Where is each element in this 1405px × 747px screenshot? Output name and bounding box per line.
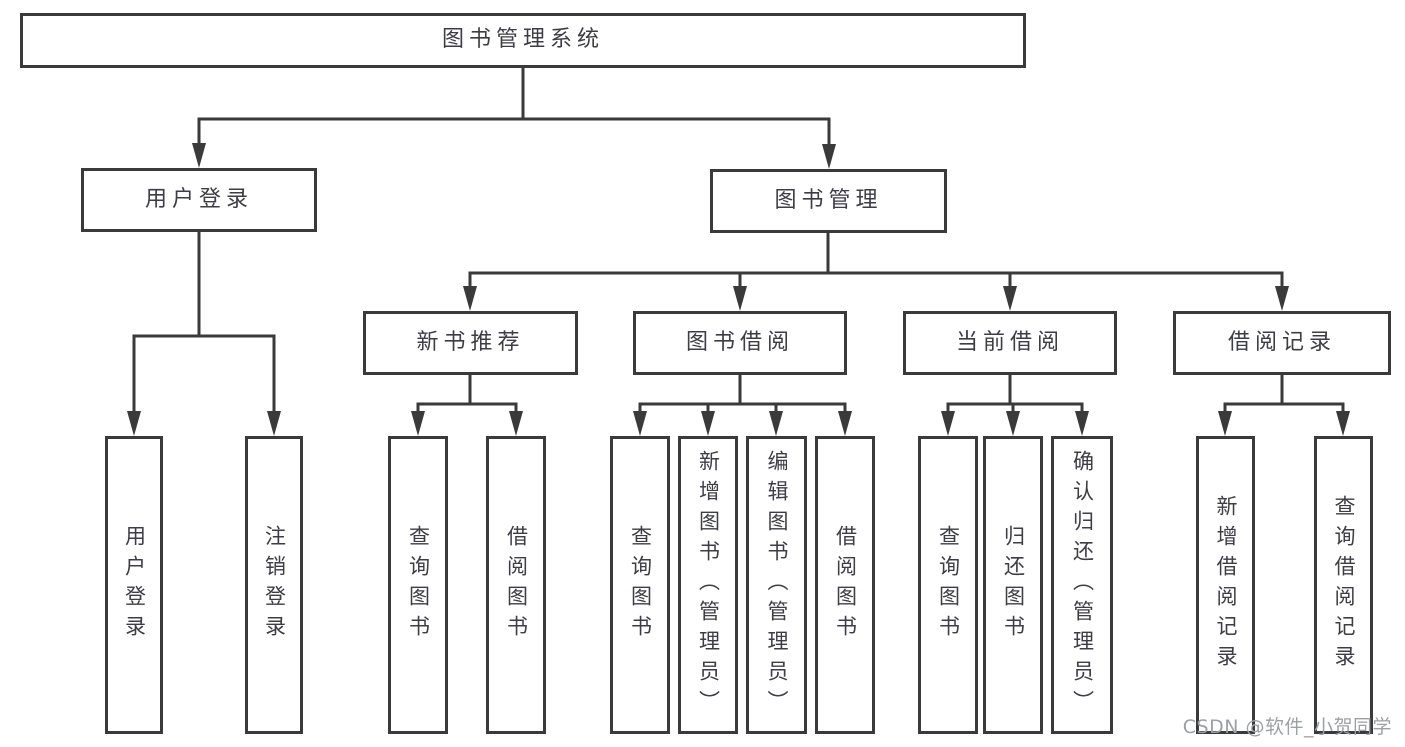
node-label: 新增借阅记录 (1214, 495, 1238, 675)
node-current-borrowing: 当前借阅 (903, 311, 1117, 375)
arrowhead-down-icon (1218, 411, 1232, 436)
node-borrowing-records: 借阅记录 (1173, 311, 1391, 375)
node-label: 新增图书（管理员） (696, 450, 721, 720)
leaf-query-borrow-record: 查询借阅记录 (1314, 436, 1373, 734)
arrowhead-down-icon (769, 411, 783, 436)
leaf-return-books: 归还图书 (983, 436, 1043, 734)
node-user-login: 用户登录 (81, 168, 317, 232)
csdn-watermark: CSDN @软件_小贺同学 (1182, 716, 1392, 738)
arrowhead-down-icon (192, 143, 206, 168)
node-label: 借阅记录 (1227, 329, 1336, 355)
node-book-management: 图书管理 (710, 169, 947, 233)
arrowhead-down-icon (1336, 411, 1350, 436)
arrowhead-down-icon (411, 411, 425, 436)
leaf-query-books-current: 查询图书 (918, 436, 978, 734)
arrowhead-down-icon (822, 144, 836, 169)
leaf-user-login: 用户登录 (105, 436, 163, 734)
node-label: 借阅图书 (833, 525, 858, 645)
node-label: 归还图书 (1001, 525, 1026, 645)
node-label: 新书推荐 (416, 329, 525, 355)
arrowhead-down-icon (1275, 286, 1289, 311)
arrowhead-down-icon (941, 411, 955, 436)
arrowhead-down-icon (127, 411, 141, 436)
arrowhead-down-icon (463, 286, 477, 311)
arrowhead-down-icon (633, 411, 647, 436)
leaf-logout: 注销登录 (245, 436, 303, 734)
node-label: 查询图书 (936, 525, 961, 645)
node-label: 图书管理系统 (441, 27, 604, 53)
node-label: 用户登录 (144, 186, 253, 212)
leaf-query-books-recommend: 查询图书 (388, 436, 448, 734)
arrowhead-down-icon (509, 411, 523, 436)
node-library-system: 图书管理系统 (20, 13, 1026, 68)
leaf-edit-books-admin: 编辑图书（管理员） (746, 436, 807, 734)
node-label: 当前借阅 (955, 329, 1064, 355)
node-label: 查询借阅记录 (1332, 495, 1356, 675)
arrowhead-down-icon (701, 411, 715, 436)
arrowhead-down-icon (733, 286, 747, 311)
node-label: 用户登录 (122, 525, 147, 645)
node-book-borrowing: 图书借阅 (633, 311, 847, 375)
node-label: 借阅图书 (504, 525, 529, 645)
leaf-confirm-return-admin: 确认归还（管理员） (1051, 436, 1113, 734)
node-label: 图书借阅 (685, 329, 794, 355)
arrowhead-down-icon (838, 411, 852, 436)
leaf-borrow-books: 借阅图书 (815, 436, 875, 734)
node-label: 查询图书 (628, 525, 653, 645)
arrowhead-down-icon (1006, 411, 1020, 436)
node-label: 查询图书 (406, 525, 431, 645)
arrowhead-down-icon (267, 411, 281, 436)
node-new-book-recommendation: 新书推荐 (363, 311, 578, 375)
leaf-add-books-admin: 新增图书（管理员） (678, 436, 738, 734)
node-label: 编辑图书（管理员） (765, 450, 789, 720)
node-label: 确认归还（管理员） (1070, 450, 1095, 720)
leaf-borrow-books-recommend: 借阅图书 (486, 436, 546, 734)
node-label: 注销登录 (262, 525, 287, 645)
arrowhead-down-icon (1003, 286, 1017, 311)
node-label: 图书管理 (774, 187, 883, 213)
leaf-query-books-borrow: 查询图书 (610, 436, 670, 734)
arrowhead-down-icon (1075, 411, 1089, 436)
leaf-add-borrow-record: 新增借阅记录 (1196, 436, 1255, 734)
